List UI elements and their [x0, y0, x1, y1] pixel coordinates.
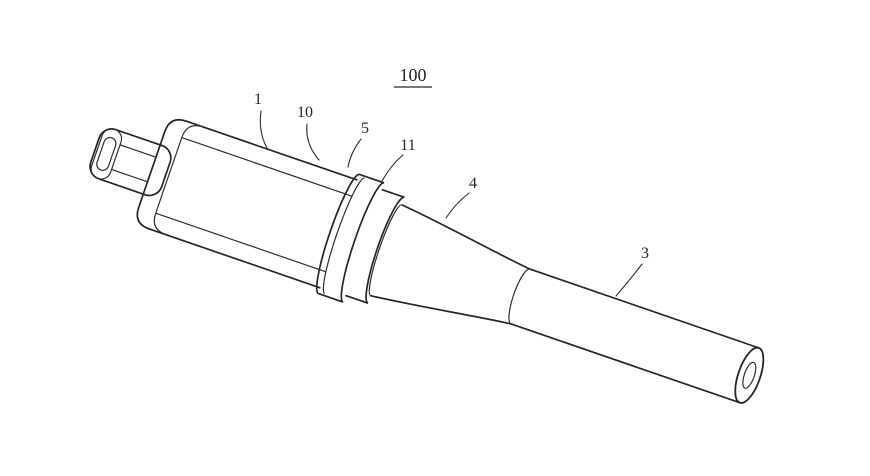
strain-relief-bottom-profile	[370, 294, 512, 325]
plug-tip-bottom-edge	[111, 168, 148, 183]
collar-ring-11-rim	[365, 196, 405, 305]
cable-entry-rim	[508, 268, 531, 325]
collar-ring-5-silhouette	[318, 173, 385, 303]
collar-ring-5-rim-thickness	[322, 177, 365, 295]
leader-line-11	[381, 154, 404, 182]
strain-relief-base-rim	[368, 204, 403, 297]
connector-drawing	[89, 118, 765, 404]
leader-line-1	[259, 110, 269, 151]
plug-tip-front-face	[90, 128, 123, 180]
ref-label-3: 3	[641, 245, 649, 262]
housing-top-edge-line	[181, 137, 353, 197]
cable-core-hole	[742, 361, 757, 389]
housing-outline	[136, 118, 358, 289]
leader-line-10	[306, 123, 320, 161]
ref-label-5: 5	[361, 120, 369, 137]
plug-tip-top-edge	[119, 144, 157, 158]
figure-number: 100	[400, 65, 427, 85]
collar-ring-11-silhouette	[345, 188, 405, 305]
collar-ring-5-front-rim	[315, 173, 360, 295]
collar-ring-5-back-rim	[340, 182, 385, 303]
leader-line-4	[445, 192, 470, 219]
strain-relief-top-profile	[401, 204, 531, 270]
housing-bottom-edge-line	[155, 212, 327, 273]
plug-tip-outline	[89, 128, 172, 197]
ref-label-10: 10	[297, 104, 313, 121]
cable-bottom-edge	[510, 323, 741, 404]
cable-top-edge	[529, 268, 760, 349]
plug-tip-opening	[96, 136, 117, 171]
housing-front-face-band	[153, 125, 204, 236]
ref-label-4: 4	[469, 175, 477, 192]
cable-end-face	[734, 346, 765, 404]
ref-label-1: 1	[254, 91, 262, 108]
ref-label-11: 11	[400, 137, 415, 154]
leader-line-5	[347, 138, 362, 168]
leader-line-3	[615, 263, 643, 297]
